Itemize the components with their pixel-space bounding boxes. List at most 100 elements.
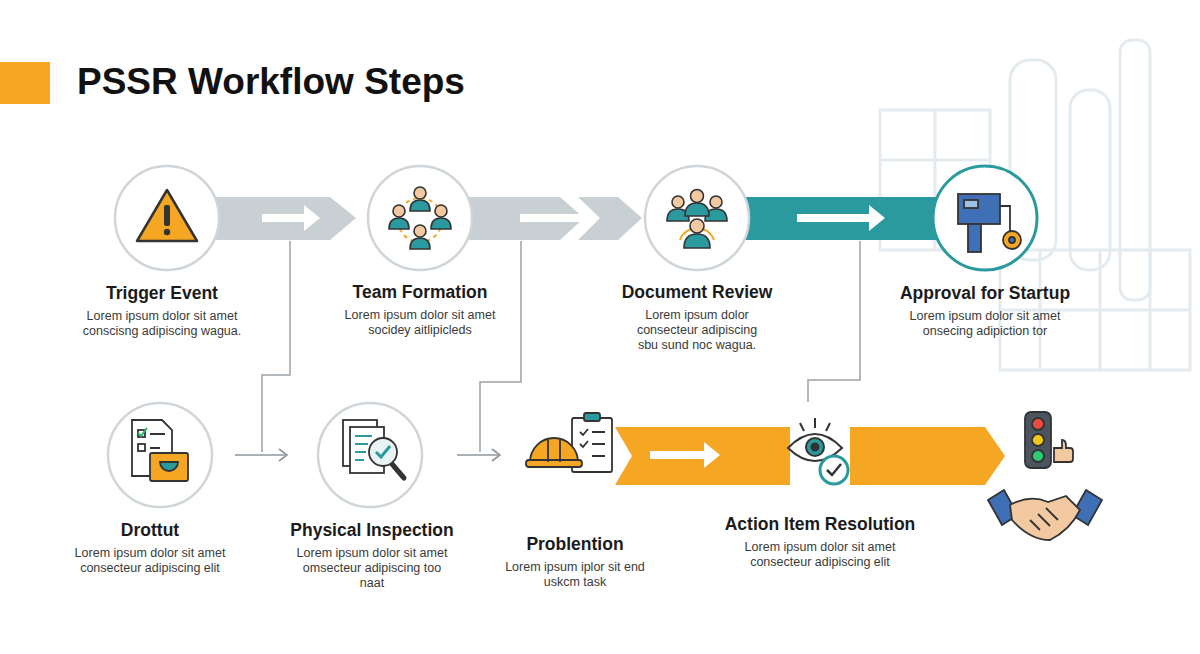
step-node: Team FormationLorem ipsum dolor sit amet…: [320, 165, 520, 338]
flow-connector: [650, 442, 720, 468]
machine-icon-part: [964, 200, 978, 208]
connector-line: [262, 214, 306, 222]
step-node: Physical InspectionLorem ipsum dolor sit…: [287, 402, 457, 591]
warning-icon-part: [164, 229, 170, 235]
safety-icon: [526, 413, 612, 472]
go-icon-part: [1054, 440, 1073, 462]
connector-line: [235, 454, 285, 456]
arrow-head: [869, 205, 885, 231]
leader-line-part: [262, 241, 290, 452]
machine-icon-part: [1009, 237, 1015, 243]
icon-circle: [108, 166, 1037, 507]
step-heading: Team Formation: [320, 281, 520, 303]
group-icon-part: [690, 219, 704, 233]
connector-line: [650, 451, 706, 459]
leader-line-part: [808, 241, 860, 402]
checklist-icon-part: [160, 462, 178, 471]
warning-icon-part: [164, 205, 170, 226]
checklist-icon-part: [138, 444, 145, 451]
step-description: Lorem ipsum dolor sit amet omsecteur adi…: [290, 546, 455, 591]
go-icon-part: [1032, 450, 1044, 462]
team-icon-part: [389, 218, 409, 229]
icon-circle-part: [108, 403, 212, 507]
eye-icon-part: [820, 456, 848, 484]
machine-icon: [958, 194, 1021, 252]
title-bar: [0, 62, 50, 104]
icon-circle-part: [368, 166, 472, 270]
step-heading: Trigger Event: [62, 282, 262, 304]
go-icon: [1025, 412, 1073, 468]
machine-icon-part: [1003, 231, 1021, 249]
step-heading: Document Review: [597, 281, 797, 303]
team-icon-part: [414, 187, 426, 199]
flow-connector: [235, 449, 287, 461]
step-heading: Action Item Resolution: [720, 513, 920, 535]
team-icon-part: [410, 238, 430, 249]
checklist-icon-part: [138, 428, 147, 436]
icon-circle-part: [645, 166, 749, 270]
icon-circle-part: [318, 403, 422, 507]
step-node: Trigger EventLorem ipsum dolor sit amet …: [62, 165, 262, 339]
team-icon-part: [393, 205, 405, 217]
safety-icon-part: [526, 460, 582, 467]
eye-icon-part: [827, 464, 841, 475]
inspection-icon-part: [369, 438, 397, 466]
step-description: Lorem ipsum dolor sit amet consecteur ad…: [738, 540, 903, 570]
machine-icon-part: [958, 194, 1000, 224]
flow-connector: [797, 205, 885, 231]
inspection-icon-part: [376, 446, 390, 457]
checklist-icon: [132, 420, 188, 481]
step-description: Lorem ipsum dolor sit amet consecteur ad…: [68, 546, 233, 576]
connector-line: [797, 214, 871, 222]
flow-chevron: [578, 197, 642, 240]
step-description: Lorem ipsum dolor consecteur adipiscing …: [630, 308, 765, 353]
team-icon-part: [414, 225, 426, 237]
group-icon-part: [685, 203, 709, 216]
connector-line: [457, 454, 498, 456]
arrow-head: [581, 205, 597, 231]
safety-icon-part: [584, 413, 600, 421]
arrow-head: [279, 449, 287, 461]
icon-circle-part: [115, 166, 219, 270]
group-icon-part: [691, 190, 704, 203]
step-heading: Drottut: [65, 519, 235, 541]
handshake-icon-part: [1030, 508, 1058, 530]
flow-connector: [520, 205, 597, 231]
step-node: ProblentionLorem ipsum iplor sit end usk…: [500, 402, 650, 590]
go-icon-part: [1032, 434, 1044, 446]
handshake-icon-part: [1010, 496, 1080, 540]
plant-background-part: [1120, 40, 1150, 300]
go-icon-part: [1025, 412, 1051, 468]
connector-line: [520, 214, 583, 222]
team-icon-part: [435, 205, 447, 217]
inspection-icon: [343, 420, 404, 478]
step-node: Action Item ResolutionLorem ipsum dolor …: [720, 402, 920, 570]
group-icon-part: [672, 196, 684, 208]
plant-background-part: [1070, 90, 1110, 270]
flow-connector: [457, 449, 500, 461]
step-description: Lorem ipsum dolor sit amet conscisng adi…: [82, 309, 242, 339]
inspection-icon-part: [392, 464, 404, 478]
eye-icon-part: [806, 438, 824, 456]
safety-icon-part: [580, 429, 605, 456]
team-icon-part: [431, 218, 451, 229]
step-heading: Approval for Startup: [885, 282, 1085, 304]
team-icon: [389, 187, 451, 249]
diagram-title: PSSR Workflow Steps: [77, 59, 465, 105]
arrow-head: [492, 449, 500, 461]
eye-icon-part: [812, 444, 819, 451]
step-node: Document ReviewLorem ipsum dolor consect…: [597, 165, 797, 353]
step-heading: Problention: [500, 533, 650, 555]
go-icon-part: [1032, 418, 1044, 430]
step-heading: Physical Inspection: [287, 519, 457, 541]
step-description: Lorem ipsum iplor sit end uskcm task: [505, 560, 645, 590]
group-icon-part: [710, 196, 722, 208]
flow-band: [205, 197, 356, 240]
arrow-head: [304, 205, 320, 231]
safety-icon-part: [548, 440, 560, 462]
step-description: Lorem ipsum dolor sit amet onsecing adip…: [905, 309, 1065, 339]
checklist-icon-part: [150, 453, 188, 481]
group-icon: [667, 190, 727, 249]
icon-circle-part: [933, 166, 1037, 270]
flow-band: [462, 197, 584, 240]
